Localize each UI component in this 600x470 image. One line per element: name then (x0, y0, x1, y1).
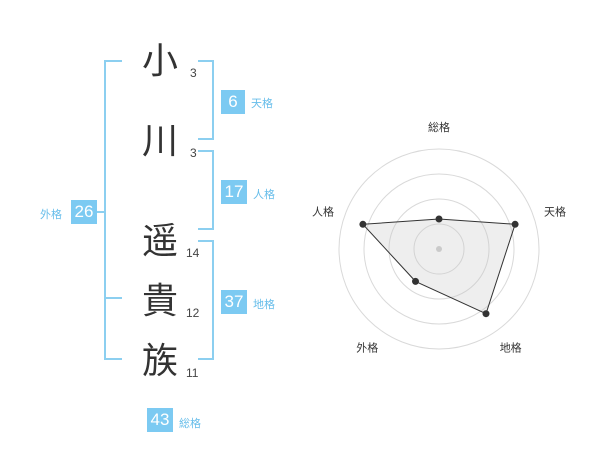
jinkaku-label: 人格 (253, 188, 275, 201)
gaikaku-bracket (104, 60, 122, 360)
radar-point-2 (511, 220, 519, 228)
radar-axis-label-1: 総格 (428, 120, 450, 134)
stroke-count-5: 11 (186, 366, 199, 380)
jinkaku-bracket (198, 150, 214, 230)
chikaku-bracket (198, 240, 214, 360)
chikaku-badge: 37 (221, 290, 247, 314)
radar-data-area (361, 218, 516, 315)
tenkaku-badge: 6 (221, 90, 245, 114)
soukaku-label: 総格 (179, 417, 201, 430)
radar-axis-label-5: 人格 (312, 204, 334, 218)
stroke-count-4: 12 (186, 306, 200, 320)
radar-axis-label-4: 外格 (356, 341, 378, 355)
radar-point-5 (359, 220, 367, 228)
radar-axis-label-2: 天格 (544, 204, 566, 218)
gaikaku-connector (96, 211, 104, 213)
stroke-count-1: 3 (190, 66, 197, 80)
radar-ring-2 (388, 198, 490, 300)
name-char-2: 川 (141, 121, 178, 162)
tenkaku-label: 天格 (251, 97, 273, 110)
radar-ring-1 (413, 223, 465, 275)
radar-point-3 (482, 310, 490, 318)
gaikaku-bracket-tick (104, 297, 122, 299)
radar-ring-3 (363, 173, 515, 325)
name-char-4: 貴 (141, 281, 178, 322)
stroke-count-2: 3 (190, 146, 197, 160)
name-char-3: 遥 (141, 221, 178, 262)
gaikaku-label: 外格 (40, 208, 62, 221)
tenkaku-bracket (198, 60, 214, 140)
name-char-5: 族 (141, 341, 178, 382)
name-char-1: 小 (141, 41, 178, 82)
radar-axis-label-3: 地格 (500, 341, 522, 355)
radar-point-4 (412, 277, 419, 285)
jinkaku-badge: 17 (221, 180, 247, 204)
radar-center-dot (436, 246, 442, 252)
soukaku-badge: 43 (147, 408, 173, 432)
gaikaku-badge: 26 (71, 200, 97, 224)
radar-ring-4 (338, 148, 540, 350)
radar-point-1 (435, 215, 443, 223)
chikaku-label: 地格 (253, 298, 275, 311)
stroke-count-3: 14 (186, 246, 200, 260)
